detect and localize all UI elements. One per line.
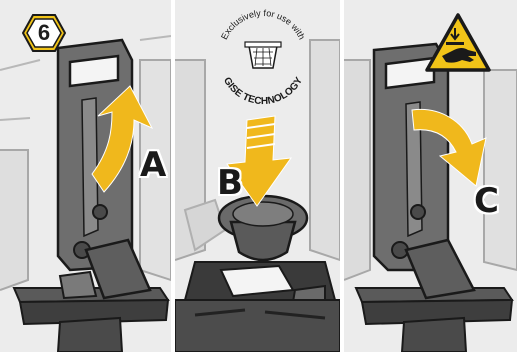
panel-b: Exclusively for use with GISE TECHNOLOGY… xyxy=(175,0,340,352)
panel-a: 6 A xyxy=(0,0,171,352)
panel-a-letter: A xyxy=(140,148,166,182)
warning-sign xyxy=(424,12,492,74)
panel-b-letter: B xyxy=(217,166,243,200)
hand-crush-warning-icon xyxy=(424,12,492,74)
step-number: 6 xyxy=(22,13,66,53)
panel-c-letter: C xyxy=(474,184,499,218)
step-badge: 6 xyxy=(22,13,66,53)
panel-b-drawing: Exclusively for use with GISE TECHNOLOGY xyxy=(175,0,340,352)
